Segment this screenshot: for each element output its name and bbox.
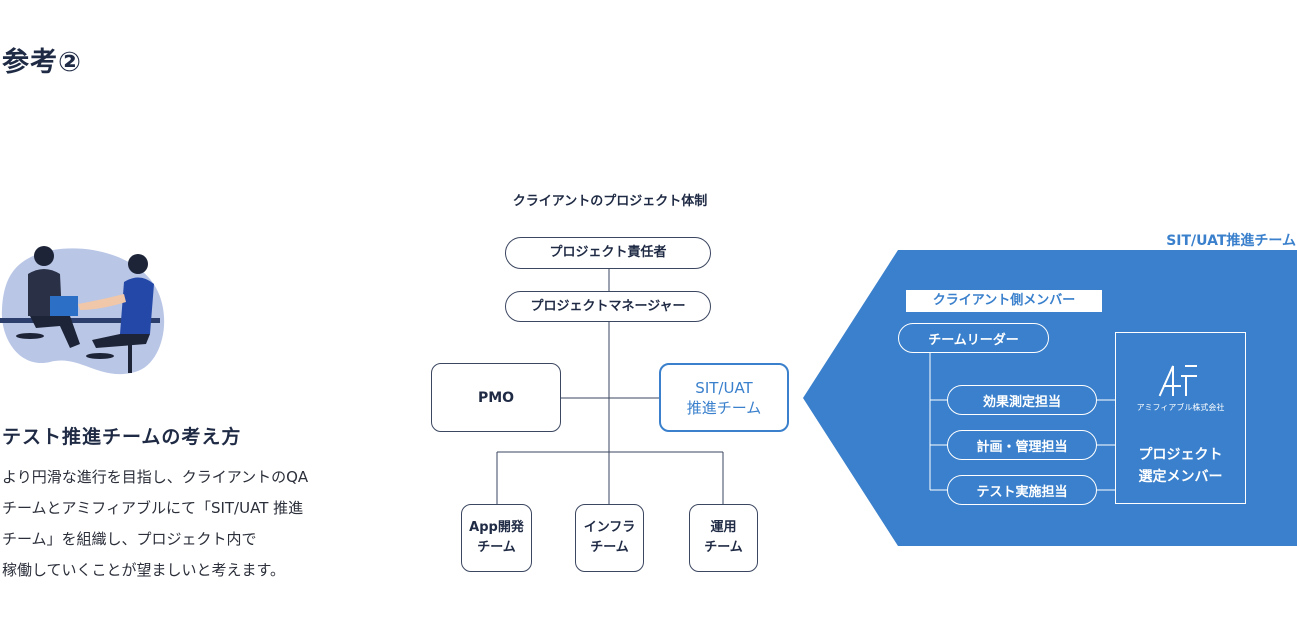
sit-uat-panel-title: SIT/UAT推進チーム xyxy=(1166,233,1296,249)
project-manager-label: プロジェクトマネージャー xyxy=(530,298,686,314)
client-members-label: クライアント側メンバー xyxy=(906,290,1102,312)
org-chart-title: クライアントのプロジェクト体制 xyxy=(512,194,708,209)
people-meeting-illustration xyxy=(0,246,165,375)
pmo-label: PMO xyxy=(477,389,515,406)
vendor-members-box xyxy=(1115,332,1246,504)
operations-team-box: 運用 チーム xyxy=(689,504,758,572)
project-owner-box: プロジェクト責任者 xyxy=(505,237,711,269)
project-owner-label: プロジェクト責任者 xyxy=(549,245,667,260)
sit-uat-team-box: SIT/UAT 推進チーム xyxy=(659,363,789,432)
concept-description: より円滑な進行を目指し、クライアントのQA チームとアミフィアブルにて「SIT/… xyxy=(2,462,362,586)
amiifiable-logo-icon xyxy=(1158,365,1197,397)
sit-uat-label-line1: SIT/UAT xyxy=(695,378,753,397)
vendor-label-line2: 選定メンバー xyxy=(1138,469,1223,485)
team-label-line2: チーム xyxy=(477,540,516,555)
concept-heading: テスト推進チームの考え方 xyxy=(2,426,242,448)
page-title: 参考② xyxy=(2,47,82,78)
team-label-line2: チーム xyxy=(590,540,629,555)
sit-uat-label-line2: 推進チーム xyxy=(686,398,762,417)
vendor-members-label: プロジェクト 選定メンバー xyxy=(1117,444,1244,488)
team-label-line2: チーム xyxy=(704,540,743,555)
vendor-label-line1: プロジェクト xyxy=(1138,447,1223,463)
infra-team-box: インフラ チーム xyxy=(575,504,644,572)
team-leader-box: チームリーダー xyxy=(898,323,1049,353)
role-box: テスト実施担当 xyxy=(947,475,1097,505)
vendor-company-name: アミフィアブル株式会社 xyxy=(1136,403,1225,412)
role-box: 効果測定担当 xyxy=(947,385,1097,415)
description-line: より円滑な進行を目指し、クライアントのQA xyxy=(2,468,309,486)
project-manager-box: プロジェクトマネージャー xyxy=(505,291,711,322)
team-label-line1: 運用 xyxy=(710,520,737,535)
team-label-line1: App開発 xyxy=(469,520,524,535)
app-dev-team-box: App開発 チーム xyxy=(461,504,532,572)
role-box: 計画・管理担当 xyxy=(947,430,1097,460)
team-label-line1: インフラ xyxy=(583,520,636,535)
role-label: 計画・管理担当 xyxy=(976,439,1068,455)
description-line: 稼働していくことが望ましいと考えます。 xyxy=(2,561,286,579)
role-label: テスト実施担当 xyxy=(976,484,1068,500)
description-line: チームとアミフィアブルにて「SIT/UAT 推進 xyxy=(2,499,304,517)
description-line: チーム」を組織し、プロジェクト内で xyxy=(2,530,257,548)
pmo-box: PMO xyxy=(431,363,561,432)
role-label: 効果測定担当 xyxy=(982,394,1061,410)
team-leader-label: チームリーダー xyxy=(928,332,1019,348)
